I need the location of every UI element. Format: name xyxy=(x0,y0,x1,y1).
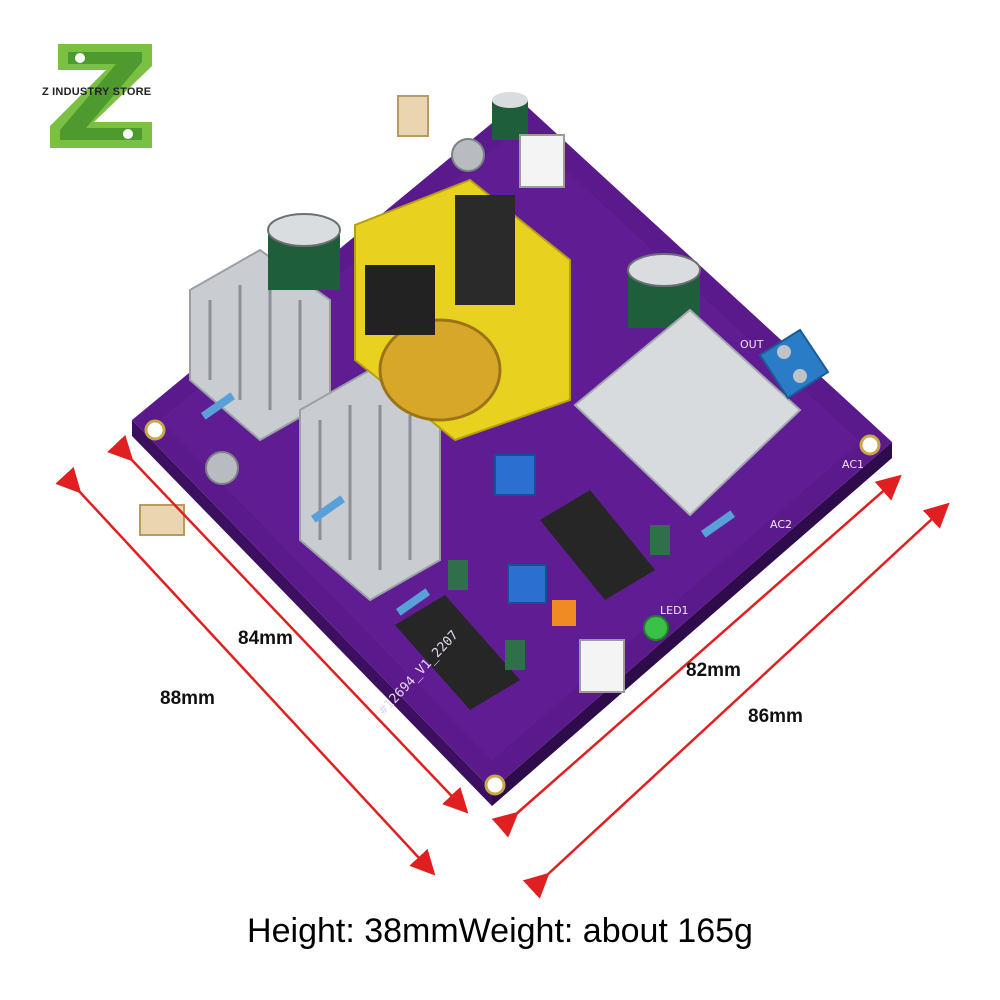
electrolytic-capacitor xyxy=(448,560,468,590)
dimension-label-84mm: 84mm xyxy=(238,628,293,649)
store-logo xyxy=(50,44,152,148)
trimmer-potentiometer xyxy=(494,454,536,496)
pcb-label-out: OUT xyxy=(740,338,764,351)
dimension-arrow-86mm xyxy=(522,502,950,899)
capacitor-small xyxy=(492,92,528,140)
screw-terminal-top xyxy=(397,95,485,172)
store-name: Z INDUSTRY STORE xyxy=(42,86,152,98)
pcb-label-led1: LED1 xyxy=(660,604,689,617)
pcb-label-ac1: AC1 xyxy=(842,458,865,471)
led-indicator xyxy=(643,615,669,641)
logo-node-dot xyxy=(75,53,85,63)
transformer xyxy=(354,178,571,442)
pcb-label-ac2: AC2 xyxy=(770,518,793,531)
trimmer-potentiometer xyxy=(507,564,547,604)
dimension-label-86mm: 86mm xyxy=(748,706,803,727)
dimension-label-82mm: 82mm xyxy=(686,660,741,681)
mounting-hole xyxy=(859,434,881,456)
connector-header xyxy=(579,639,625,693)
terminal-block xyxy=(758,328,830,400)
connector-header xyxy=(519,134,565,188)
dimension-label-88mm: 88mm xyxy=(160,688,215,709)
resistor xyxy=(200,392,236,420)
logo-node-dot xyxy=(123,129,133,139)
mounting-hole xyxy=(144,419,166,441)
product-spec-caption: Height: 38mmWeight: about 165g xyxy=(247,912,753,950)
electrolytic-capacitor xyxy=(650,525,670,555)
film-capacitor xyxy=(552,600,576,626)
electrolytic-capacitor xyxy=(505,640,525,670)
dimension-arrow-88mm xyxy=(55,466,436,876)
capacitor-large xyxy=(627,253,701,328)
logo-z-inner-shape xyxy=(60,52,142,140)
mounting-hole xyxy=(484,774,506,796)
capacitor-large xyxy=(267,213,341,290)
